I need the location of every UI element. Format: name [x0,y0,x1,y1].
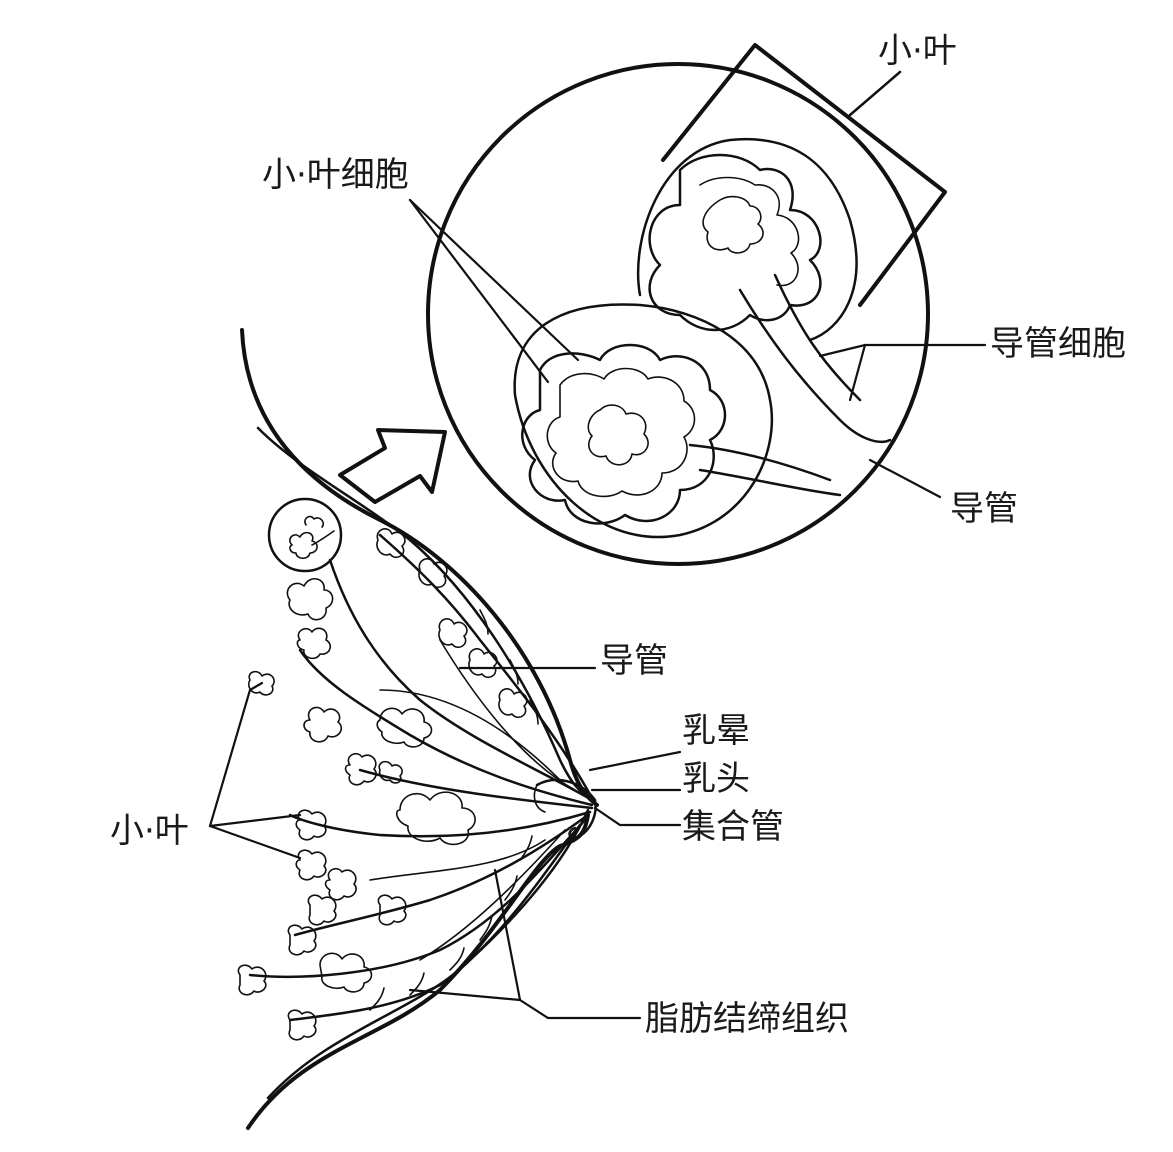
label-collecting-duct: 集合管 [682,807,784,847]
small-lobule-circle [267,497,343,573]
duct-system [248,533,594,1022]
magnified-view [426,62,930,566]
leader-lines [208,198,987,1020]
lobule-bracket [661,43,947,307]
lobule-clusters [237,528,528,1041]
label-duct-cells: 导管细胞 [990,324,1126,364]
label-lobule-left: 小·叶 [110,811,189,851]
label-duct-top: 导管 [950,489,1018,529]
label-nipple: 乳头 [682,759,750,799]
labels: 小·叶 小·叶细胞 导管细胞 导管 导管 乳晕 乳头 集合管 小·叶 脂肪结缔组… [110,31,1126,1039]
label-lobule-top: 小·叶 [878,31,957,71]
label-lobule-cells: 小·叶细胞 [262,155,409,195]
breast-outline [240,328,599,1130]
fat-tissue-marks [369,609,539,1011]
label-areola: 乳晕 [682,711,750,751]
label-duct-mid: 导管 [600,641,668,681]
magnify-arrow [338,428,447,504]
label-fat-tissue: 脂肪结缔组织 [645,999,849,1039]
